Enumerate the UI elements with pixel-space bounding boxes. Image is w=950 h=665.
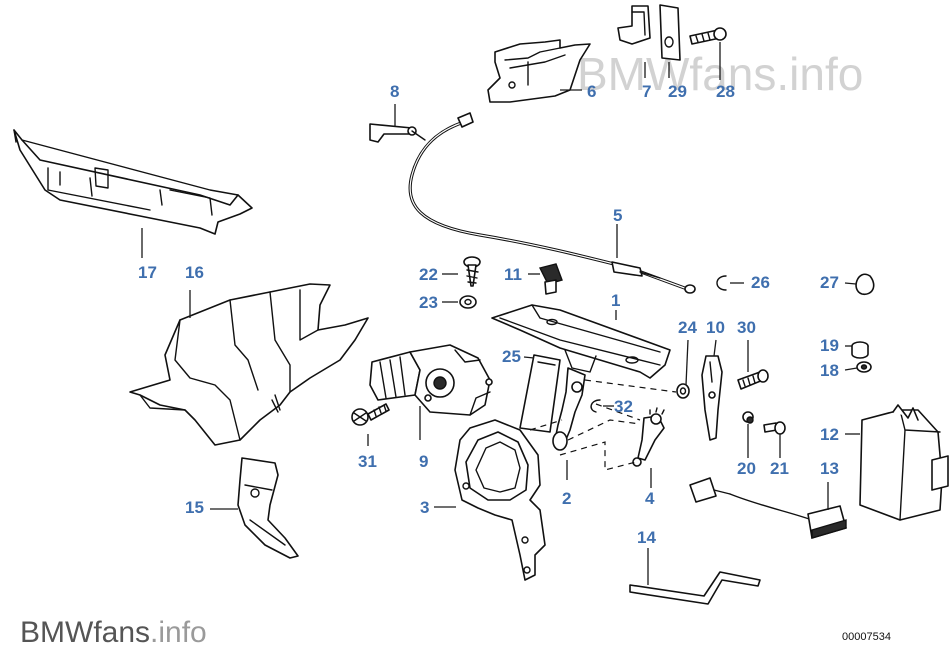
part-21-screw[interactable] [763, 421, 786, 435]
callout-7[interactable]: 7 [642, 82, 651, 101]
part-4-lever[interactable] [632, 407, 665, 467]
part-8-lever-pin[interactable] [369, 123, 426, 143]
part-2-pivot-arm[interactable] [552, 367, 586, 451]
callout-20[interactable]: 20 [737, 459, 756, 478]
part-26-clip[interactable] [716, 275, 727, 291]
part-7-bracket[interactable] [617, 5, 651, 45]
callout-6[interactable]: 6 [587, 82, 596, 101]
callout-32[interactable]: 32 [614, 397, 633, 416]
part-3-bracket[interactable] [454, 419, 546, 581]
part-10-slide-plate[interactable] [701, 355, 723, 441]
part-17-trim-panel[interactable] [13, 129, 253, 235]
callout-17[interactable]: 17 [138, 263, 157, 282]
callout-26[interactable]: 26 [751, 273, 770, 292]
callout-14[interactable]: 14 [637, 528, 656, 547]
callout-25[interactable]: 25 [502, 347, 521, 366]
callout-29[interactable]: 29 [668, 82, 687, 101]
callout-10[interactable]: 10 [706, 318, 725, 337]
part-23-nut[interactable] [459, 295, 477, 309]
callout-15[interactable]: 15 [185, 498, 204, 517]
watermark-bottom: BMWfans.info [20, 616, 207, 649]
part-27-clip[interactable] [855, 273, 875, 296]
part-20-bushing[interactable] [742, 411, 754, 424]
part-18-nut[interactable] [856, 361, 872, 373]
part-24-washer[interactable] [676, 383, 690, 399]
callout-5[interactable]: 5 [613, 206, 622, 225]
callout-19[interactable]: 19 [820, 336, 839, 355]
part-5-cable[interactable] [408, 112, 696, 294]
callout-22[interactable]: 22 [419, 265, 438, 284]
part-15-lower-bracket[interactable] [237, 457, 299, 559]
part-29-plate[interactable] [659, 4, 681, 61]
callout-12[interactable]: 12 [820, 425, 839, 444]
part-28-bolt[interactable] [689, 27, 727, 45]
callout-11[interactable]: 11 [504, 265, 522, 284]
part-13-wiring[interactable] [689, 477, 847, 539]
part-25-pad[interactable] [519, 354, 561, 433]
callout-31[interactable]: 31 [358, 452, 377, 471]
part-1-tilt-plate[interactable] [491, 304, 671, 379]
assembly-dashes [529, 379, 677, 471]
callout-28[interactable]: 28 [716, 82, 735, 101]
callout-4[interactable]: 4 [645, 489, 655, 508]
callout-23[interactable]: 23 [419, 293, 438, 312]
part-32-clip[interactable] [590, 399, 601, 413]
callout-30[interactable]: 30 [737, 318, 756, 337]
part-19-cap[interactable] [851, 341, 869, 359]
callout-8[interactable]: 8 [390, 82, 399, 101]
part-6-handle[interactable] [487, 39, 591, 103]
part-31-screw[interactable] [351, 403, 390, 426]
part-9-motor[interactable] [369, 344, 493, 416]
leader-lines [141, 42, 860, 585]
part-22-screw[interactable] [463, 256, 481, 287]
part-12-control-unit[interactable] [859, 404, 949, 521]
diagram-code: 00007534 [842, 631, 891, 643]
part-16-column-trim[interactable] [129, 283, 369, 446]
callout-24[interactable]: 24 [678, 318, 697, 337]
callout-21[interactable]: 21 [770, 459, 789, 478]
part-11-stop[interactable] [538, 263, 563, 295]
callout-3[interactable]: 3 [420, 498, 429, 517]
part-30-bolt[interactable] [737, 369, 769, 390]
callout-27[interactable]: 27 [820, 273, 839, 292]
callout-2[interactable]: 2 [562, 489, 571, 508]
part-14-hex-key[interactable] [629, 571, 761, 605]
callout-9[interactable]: 9 [419, 452, 428, 471]
callout-18[interactable]: 18 [820, 361, 839, 380]
callout-1[interactable]: 1 [611, 291, 620, 310]
callout-13[interactable]: 13 [820, 459, 839, 478]
callout-16[interactable]: 16 [185, 263, 204, 282]
callouts: 17 16 15 31 9 3 8 6 7 29 28 5 22 23 11 1… [138, 82, 839, 547]
